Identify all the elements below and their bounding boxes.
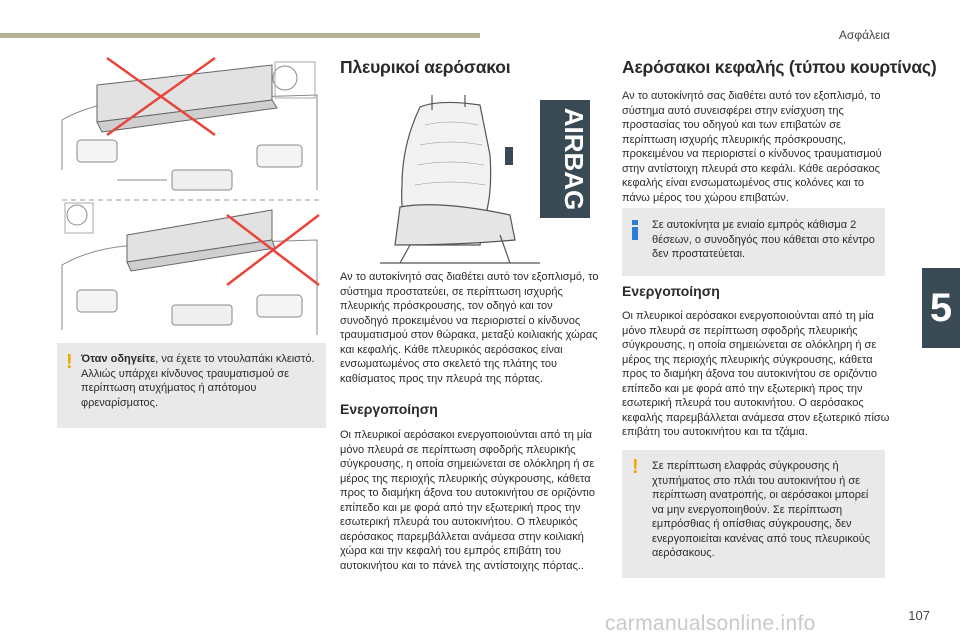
- warning-icon: !: [632, 456, 639, 478]
- glovebox-illustration: [61, 56, 320, 335]
- side-airbags-title: Πλευρικοί αερόσακοι: [340, 57, 511, 77]
- airbag-label-background: [540, 100, 590, 218]
- section-title: Ασφάλεια: [838, 28, 890, 42]
- seat-airbag-illustration: AIRBAG: [380, 95, 590, 264]
- warning-bold-text: Όταν οδηγείτε: [81, 353, 156, 365]
- collision-warning-box: ! Σε περίπτωση ελαφράς σύγκρουσης ή χτυπ…: [622, 450, 885, 578]
- chapter-tab: 5: [922, 268, 960, 348]
- info-icon: [632, 220, 638, 240]
- glovebox-warning-box: ! Όταν οδηγείτε, να έχετε το ντουλαπάκι …: [57, 343, 326, 428]
- info-note-text: Σε αυτοκίνητα με ενιαίο εμπρός κάθισμα 2…: [652, 219, 875, 260]
- page-number: 107: [908, 608, 930, 623]
- warning-text: , να έχετε το ντουλαπάκι κλειστό. Αλλιώς…: [81, 353, 315, 409]
- chapter-number: 5: [929, 285, 953, 330]
- airbag-label: AIRBAG: [559, 108, 589, 211]
- curtain-airbags-title: Αερόσακοι κεφαλής (τύπου κουρτίνας): [622, 57, 937, 77]
- collision-warning-text: Σε περίπτωση ελαφράς σύγκρουσης ή χτυπήμ…: [652, 460, 871, 559]
- warning-icon: !: [66, 351, 73, 373]
- curtain-activation-title: Ενεργοποίηση: [622, 283, 720, 299]
- watermark: carmanualsonline.info: [605, 612, 816, 635]
- curtain-airbags-intro: Αν το αυτοκίνητό σας διαθέτει αυτό τον ε…: [622, 90, 882, 204]
- info-note-box: Σε αυτοκίνητα με ενιαίο εμπρός κάθισμα 2…: [622, 208, 885, 276]
- header-rule: [0, 33, 480, 38]
- curtain-activation-text: Οι πλευρικοί αερόσακοι ενεργοποιούνται α…: [622, 310, 890, 438]
- side-airbags-intro: Αν το αυτοκίνητό σας διαθέτει αυτό τον ε…: [340, 271, 599, 385]
- side-activation-title: Ενεργοποίηση: [340, 401, 438, 417]
- side-activation-text: Οι πλευρικοί αερόσακοι ενεργοποιούνται α…: [340, 429, 595, 572]
